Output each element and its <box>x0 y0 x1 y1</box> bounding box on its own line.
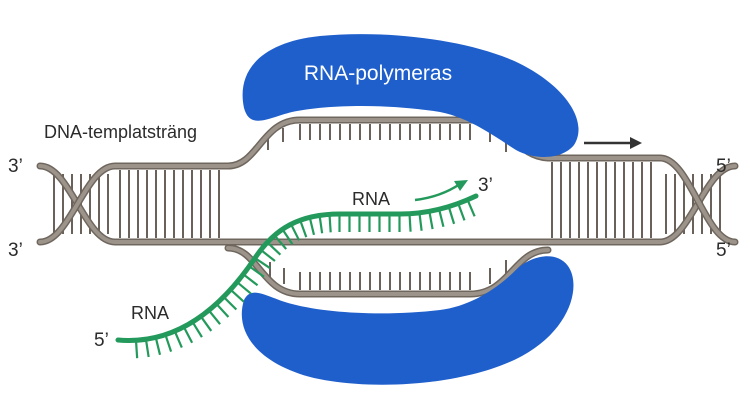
rna-base <box>173 330 183 349</box>
rna-base <box>438 209 445 228</box>
rna-base <box>308 217 316 236</box>
rna-base <box>207 309 221 325</box>
rna-base <box>144 339 150 358</box>
end-label-right-bottom: 5’ <box>716 240 731 261</box>
rna-base <box>182 326 194 344</box>
rna-base <box>457 203 466 221</box>
rna-growth-arrow <box>414 182 461 202</box>
rna-base <box>164 334 173 352</box>
end-label-left-bottom: 3’ <box>8 240 23 261</box>
rna-base <box>242 273 259 287</box>
rna-base <box>191 321 203 338</box>
rna-base <box>290 223 301 241</box>
rna-3-end-label: 3’ <box>478 175 493 196</box>
rna-base <box>266 241 282 256</box>
rna-base <box>466 199 476 217</box>
rna-base <box>408 213 412 232</box>
rna-base <box>281 228 294 245</box>
rna-base <box>215 302 230 318</box>
rna-polymerase-upper <box>242 34 579 157</box>
template-strand-label: DNA-templatsträng <box>44 122 197 142</box>
dna-base-pairs <box>53 124 721 290</box>
rna-base <box>154 337 162 356</box>
rna-label-upper: RNA <box>352 189 390 209</box>
rna-base <box>260 249 276 262</box>
rna-base <box>254 257 271 269</box>
rna-base <box>447 206 456 225</box>
rna-base <box>418 212 423 231</box>
rna-strand <box>115 193 479 359</box>
rna-base <box>199 315 213 332</box>
rna-base <box>318 215 324 234</box>
rna-base <box>236 281 252 295</box>
dna-double-helix <box>36 162 739 246</box>
rna-base <box>273 234 288 250</box>
end-label-left-top: 3’ <box>8 156 23 177</box>
rna-polymerase-lower <box>241 256 574 385</box>
rna-growth-arrowhead <box>454 180 468 191</box>
rna-base <box>299 219 308 238</box>
rna-base <box>222 296 238 311</box>
dna-coding-strand-fill <box>38 164 737 244</box>
polymerase-label: RNA-polymeras <box>304 62 452 85</box>
rna-backbone <box>115 193 479 343</box>
rna-base <box>229 288 245 303</box>
rna-5-end-label: 5’ <box>94 330 109 351</box>
dna-lower-strand-fill <box>226 246 550 296</box>
direction-arrowhead <box>630 137 642 149</box>
end-label-right-top: 5’ <box>716 156 731 177</box>
rna-base <box>428 211 434 230</box>
rna-base <box>248 265 265 278</box>
rna-base <box>134 340 139 359</box>
rna-base <box>328 214 332 233</box>
rna-bases <box>134 199 476 359</box>
rna-label-lower: RNA <box>131 303 169 323</box>
